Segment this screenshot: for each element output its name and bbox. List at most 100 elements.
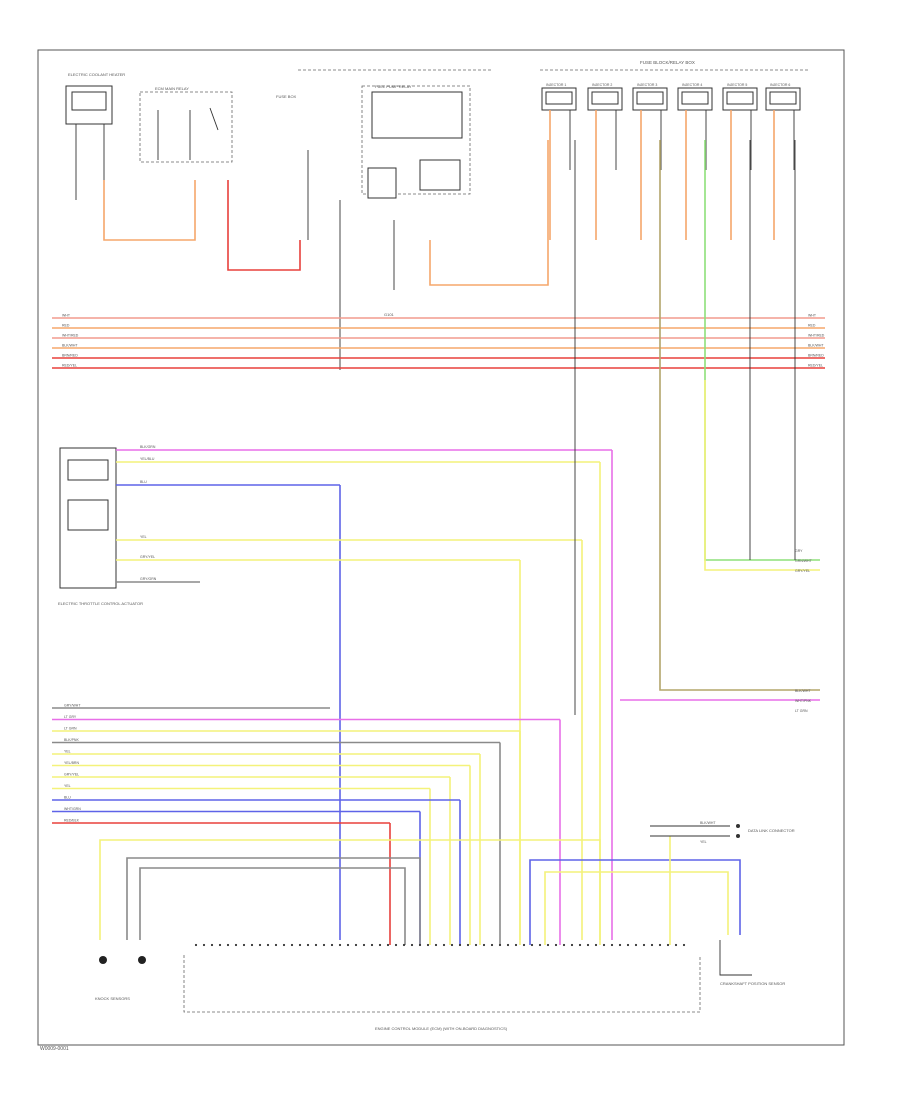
ecm-pin [338, 943, 342, 947]
ecm-pin [458, 943, 462, 947]
ecm-pin [354, 943, 358, 947]
bus-label-right: WHT [808, 314, 817, 318]
svg-text:CRANKSHAFT POSITION SENSOR: CRANKSHAFT POSITION SENSOR [720, 981, 785, 986]
ecm-pin [490, 943, 494, 947]
injector-label: INJECTOR 3 [637, 83, 657, 87]
wire-right-yellow [704, 380, 820, 571]
bus-label-right: BLK/WHT [808, 344, 824, 348]
lower-bus-label: BLK/PNK [64, 738, 79, 742]
ecm-pin [682, 943, 686, 947]
svg-text:ECM MAIN RELAY: ECM MAIN RELAY [155, 86, 189, 91]
svg-text:BLK/WHT: BLK/WHT [700, 821, 716, 825]
ecm-pin [386, 943, 390, 947]
knock-wire-2 [126, 857, 421, 945]
ecm-pin [594, 943, 598, 947]
wire-right-olive [659, 140, 820, 691]
page-id: W0009-0001 [40, 1046, 69, 1052]
ecm-pin [250, 943, 254, 947]
ecm-pin [322, 943, 326, 947]
ecm-pin [602, 943, 606, 947]
ecm-pin [330, 943, 334, 947]
ecm-pin [546, 943, 550, 947]
ecm-pin [258, 943, 262, 947]
ecm-pin [570, 943, 574, 947]
ecm-pin [586, 943, 590, 947]
ecm-pin [210, 943, 214, 947]
lower-bus-label: YEL [64, 750, 71, 754]
ecm-pin [410, 943, 414, 947]
throttle-wire-label: BLK/GRN [140, 445, 156, 449]
ecm-pin [610, 943, 614, 947]
ecm-pin [218, 943, 222, 947]
right-wire-label: GRY/YEL [795, 569, 810, 573]
ecm-pin [194, 943, 198, 947]
right-wire-label: GRY [795, 549, 803, 553]
ecm-pin [522, 943, 526, 947]
lower-bus-label: YEL/BRN [64, 761, 79, 765]
ecm-pins [194, 943, 686, 947]
injector-1: INJECTOR 1 [541, 83, 577, 240]
fuel-pump-relay: FUEL PUMP RELAY FUSE BOX [276, 69, 492, 199]
injector-label: INJECTOR 2 [592, 83, 612, 87]
ecm-pin [242, 943, 246, 947]
knock-wire-1 [99, 839, 601, 945]
ecm-pin [418, 943, 422, 947]
ecm-pin [578, 943, 582, 947]
ecm-pin [362, 943, 366, 947]
lower-bus-label: WHT/GRN [64, 807, 81, 811]
bus-label: WHT/RED [62, 334, 79, 338]
ecm-pin [202, 943, 206, 947]
ecm-pin [514, 943, 518, 947]
injector-5: INJECTOR 5 [722, 83, 758, 240]
throttle-wire-label: GRY/YEL [140, 555, 155, 559]
ecm-pin [282, 943, 286, 947]
svg-text:ELECTRIC COOLANT HEATER: ELECTRIC COOLANT HEATER [68, 72, 125, 77]
data-link-connector: DATA LINK CONNECTOR BLK/WHT YEL [650, 821, 795, 844]
lower-bus-label: GRY/YEL [64, 773, 79, 777]
right-wire-label: GRN/WHT [795, 559, 813, 563]
injector-4: INJECTOR 4 [677, 83, 713, 240]
lower-bus-label: YEL [64, 784, 71, 788]
injector-3: INJECTOR 3 [632, 83, 668, 240]
ecm-pin [434, 943, 438, 947]
ecm-pin [402, 943, 406, 947]
knock-sensors: KNOCK SENSORS [95, 956, 146, 1001]
ecm-pin [626, 943, 630, 947]
lower-bus-label: RED/BLK [64, 819, 80, 823]
injector-group: INJECTOR 1 INJECTOR 2 INJECTOR 3 INJECTOR 4… [541, 83, 801, 240]
ecm-pin [426, 943, 430, 947]
ecm-pin [554, 943, 558, 947]
bus-label-right: RED/YEL [808, 364, 823, 368]
wire-fuel-orange [429, 140, 549, 286]
ecm-pin [314, 943, 318, 947]
crank-wire-1 [529, 859, 741, 945]
svg-text:ENGINE CONTROL MODULE (ECM) (W: ENGINE CONTROL MODULE (ECM) (WITH ON-BOA… [375, 1026, 508, 1031]
bus-label: BLK/WHT [62, 344, 78, 348]
right-wire-label: LT GRN [795, 709, 808, 713]
ecm-main-relay: ECM MAIN RELAY [139, 86, 233, 163]
bus-label: WHT [62, 314, 71, 318]
ecm-pin [298, 943, 302, 947]
crank-wire-2 [544, 871, 729, 945]
ecm-pin [274, 943, 278, 947]
ecm-pin [634, 943, 638, 947]
injector-label: INJECTOR 4 [682, 83, 702, 87]
svg-text:FUEL PUMP RELAY: FUEL PUMP RELAY [375, 84, 412, 89]
injector-2: INJECTOR 2 [587, 83, 623, 240]
ecm-pin [538, 943, 542, 947]
ecm-pin [562, 943, 566, 947]
lower-bus-label: GRY/WHT [64, 704, 81, 708]
throttle-wire-label: GRY/GRN [140, 577, 157, 581]
ecm-pin [442, 943, 446, 947]
bus-label-right: WHT/RED [808, 334, 825, 338]
lower-bus-label: LT GRN [64, 727, 77, 731]
ecm-pin [618, 943, 622, 947]
svg-text:ELECTRIC THROTTLE CONTROL ACTU: ELECTRIC THROTTLE CONTROL ACTUATOR [58, 601, 143, 606]
coolant-heater: ELECTRIC COOLANT HEATER [65, 72, 125, 200]
bus-label: RED/YEL [62, 364, 77, 368]
wire-right-green [704, 140, 820, 561]
throttle-wire-label: BLU [140, 480, 147, 484]
lower-bus-label: BLU [64, 796, 71, 800]
